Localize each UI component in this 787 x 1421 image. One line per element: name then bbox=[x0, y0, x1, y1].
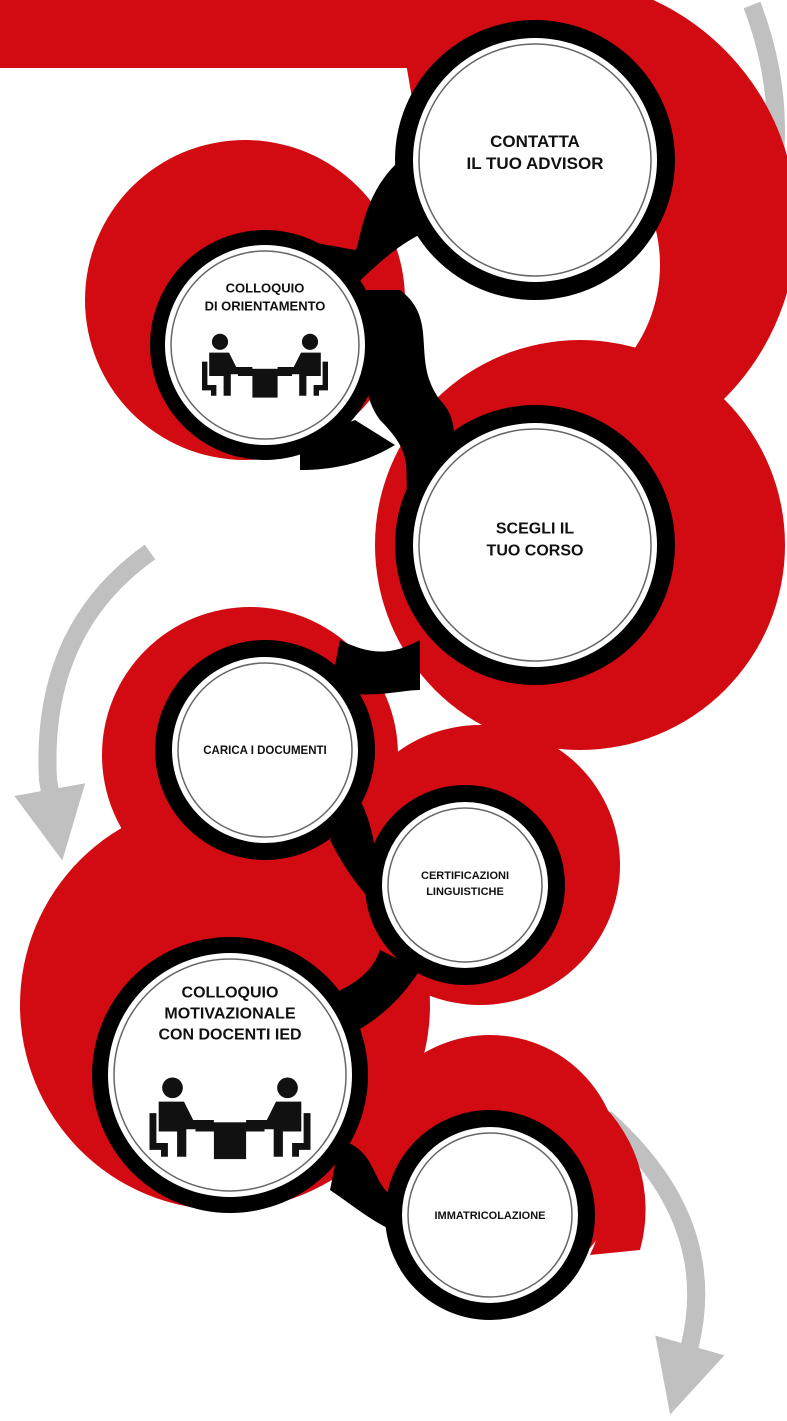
step-circle bbox=[382, 802, 548, 968]
step-circle-ring bbox=[113, 958, 347, 1192]
step-label: DI ORIENTAMENTO bbox=[205, 299, 326, 314]
curved-arrow-icon bbox=[599, 1111, 725, 1415]
step-4: CARICA I DOCUMENTI bbox=[172, 657, 358, 843]
step-2: COLLOQUIO DI ORIENTAMENTO bbox=[165, 245, 365, 445]
step-circle bbox=[108, 953, 352, 1197]
step-circle-ring bbox=[418, 43, 652, 277]
step-circle-ring bbox=[177, 662, 353, 838]
step-label: CARICA I DOCUMENTI bbox=[203, 745, 327, 757]
step-1: CONTATTA IL TUO ADVISOR bbox=[413, 38, 657, 282]
step-circle bbox=[413, 38, 657, 282]
step-6: COLLOQUIO MOTIVAZIONALE CON DOCENTI IED bbox=[108, 953, 352, 1197]
step-label: LINGUISTICHE bbox=[426, 886, 504, 898]
step-label: TUO CORSO bbox=[487, 543, 584, 560]
step-label: COLLOQUIO bbox=[226, 281, 305, 296]
step-label: SCEGLI IL bbox=[496, 521, 574, 538]
steps-layer: CONTATTA IL TUO ADVISOR COLLOQUIO DI ORIENT… bbox=[108, 38, 657, 1303]
step-label: MOTIVAZIONALE bbox=[164, 1006, 296, 1023]
step-label: CERTIFICAZIONI bbox=[421, 870, 509, 882]
step-circle-ring bbox=[407, 1132, 573, 1298]
step-circle bbox=[172, 657, 358, 843]
step-5: CERTIFICAZIONI LINGUISTICHE bbox=[382, 802, 548, 968]
step-circle-ring bbox=[170, 250, 360, 440]
step-label: COLLOQUIO bbox=[182, 985, 279, 1002]
step-circle bbox=[402, 1127, 578, 1303]
step-circle bbox=[165, 245, 365, 445]
step-label: CON DOCENTI IED bbox=[158, 1027, 301, 1044]
step-label: CONTATTA bbox=[490, 132, 580, 151]
step-label: IL TUO ADVISOR bbox=[467, 154, 604, 173]
step-7: IMMATRICOLAZIONE bbox=[402, 1127, 578, 1303]
step-circle-ring bbox=[418, 428, 652, 662]
step-label: IMMATRICOLAZIONE bbox=[434, 1210, 545, 1222]
step-circle-ring bbox=[387, 807, 543, 963]
meeting-icon bbox=[202, 333, 328, 398]
step-circle bbox=[413, 423, 657, 667]
arc-cutout bbox=[360, 1165, 640, 1421]
meeting-icon bbox=[149, 1077, 311, 1160]
curved-arrow-icon bbox=[14, 544, 156, 861]
step-3: SCEGLI IL TUO CORSO bbox=[413, 423, 657, 667]
